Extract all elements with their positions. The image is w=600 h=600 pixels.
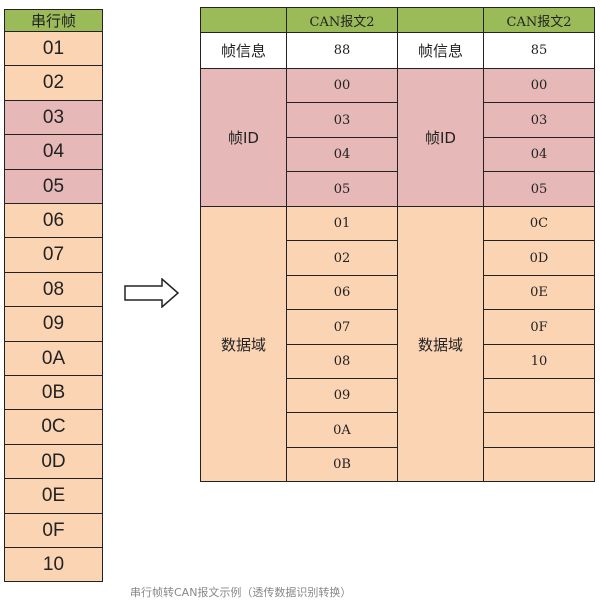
frame-id-cell: 00 xyxy=(483,68,595,103)
serial-cell: 05 xyxy=(4,169,103,204)
data-field-cell: 09 xyxy=(286,378,398,413)
serial-cell: 09 xyxy=(4,306,103,342)
data-field-cell: 0B xyxy=(286,447,398,482)
data-field-cell: 0C xyxy=(483,206,595,241)
data-field-cell xyxy=(483,378,595,413)
data-field-cell: 06 xyxy=(286,275,398,310)
frame-info-value: 88 xyxy=(286,32,398,69)
header-blank-cell xyxy=(200,7,287,33)
data-field-cell: 07 xyxy=(286,309,398,345)
frame-info-label: 帧信息 xyxy=(200,32,287,69)
data-field-cell: 0A xyxy=(286,412,398,448)
frame-id-cell: 05 xyxy=(483,171,595,207)
right-arrow-icon xyxy=(124,278,180,308)
frame-info-value: 85 xyxy=(483,32,595,69)
serial-cell: 0D xyxy=(4,444,103,479)
can-message-header: CAN报文2 xyxy=(483,7,595,33)
serial-cell: 0E xyxy=(4,478,103,514)
serial-cell: 0C xyxy=(4,409,103,445)
data-field-cell: 08 xyxy=(286,344,398,379)
serial-cell: 04 xyxy=(4,134,103,170)
frame-id-cell: 04 xyxy=(483,137,595,172)
header-blank-cell xyxy=(397,7,484,33)
data-field-cell: 01 xyxy=(286,206,398,241)
serial-cell: 07 xyxy=(4,237,103,273)
serial-cell: 02 xyxy=(4,65,103,101)
serial-cell: 0A xyxy=(4,341,103,376)
frame-id-label: 帧ID xyxy=(200,68,287,207)
data-field-label: 数据域 xyxy=(200,206,287,482)
data-field-label: 数据域 xyxy=(397,206,484,482)
data-field-cell: 0F xyxy=(483,309,595,345)
data-field-cell: 02 xyxy=(286,240,398,276)
serial-cell: 03 xyxy=(4,100,103,135)
can-message-header: CAN报文2 xyxy=(286,7,398,33)
serial-cell: 0F xyxy=(4,513,103,548)
serial-header: 串行帧 xyxy=(4,9,103,32)
data-field-cell: 0D xyxy=(483,240,595,276)
serial-cell: 08 xyxy=(4,272,103,307)
serial-cell: 0B xyxy=(4,375,103,410)
frame-id-cell: 03 xyxy=(483,102,595,138)
serial-cell: 01 xyxy=(4,31,103,66)
frame-id-cell: 00 xyxy=(286,68,398,103)
frame-info-label: 帧信息 xyxy=(397,32,484,69)
data-field-cell: 0E xyxy=(483,275,595,310)
serial-cell: 06 xyxy=(4,203,103,238)
data-field-cell: 10 xyxy=(483,344,595,379)
frame-id-label: 帧ID xyxy=(397,68,484,207)
serial-cell: 10 xyxy=(4,547,103,582)
figure-caption: 串行帧转CAN报文示例（透传数据识别转换） xyxy=(130,586,352,599)
frame-id-cell: 05 xyxy=(286,171,398,207)
frame-id-cell: 04 xyxy=(286,137,398,172)
data-field-cell xyxy=(483,447,595,482)
data-field-cell xyxy=(483,412,595,448)
frame-id-cell: 03 xyxy=(286,102,398,138)
